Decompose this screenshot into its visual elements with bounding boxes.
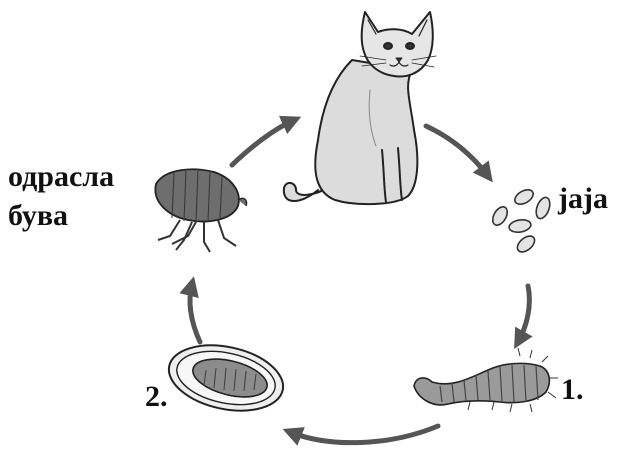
arrow-cat-to-eggs (426, 126, 488, 176)
arrow-pupa-to-adult (190, 284, 200, 342)
eggs-label: jaja (558, 184, 608, 214)
larva-stage-label: 1. (561, 375, 584, 405)
larva-illustration (414, 348, 558, 412)
arrow-larva-to-pupa (290, 426, 438, 443)
arrow-eggs-to-larva (518, 286, 529, 342)
adult-flea-label-line-2: бува (8, 201, 68, 231)
arrow-adult-to-cat (232, 120, 294, 165)
cat-illustration (284, 12, 436, 204)
pupa-stage-label: 2. (145, 382, 168, 412)
pupa-illustration (163, 336, 289, 421)
adult-flea-illustration (155, 169, 246, 252)
eggs-cluster (490, 187, 553, 255)
adult-flea-label-line-1: одрасла (8, 162, 114, 192)
